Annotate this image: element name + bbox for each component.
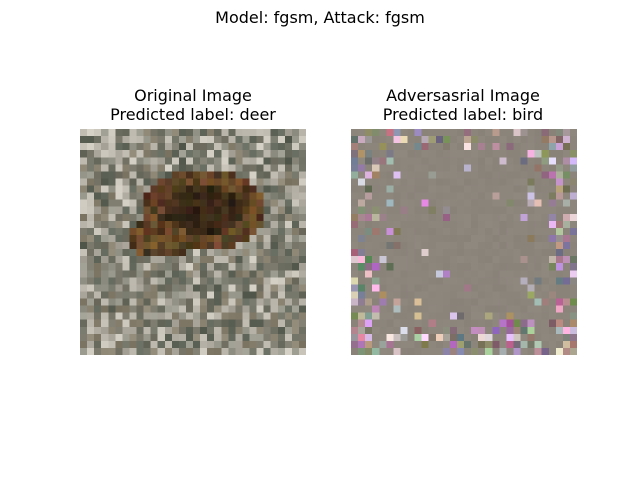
adversarial-image-title-line1: Adversasrial Image [386,86,540,105]
original-image-title-line1: Original Image [134,86,252,105]
adversarial-image-title: Adversasrial Image Predicted label: bird [333,86,593,124]
adversarial-image-predicted-label: Predicted label: bird [382,105,544,124]
original-image [80,129,306,355]
original-image-predicted-label: Predicted label: deer [110,105,276,124]
original-image-title: Original Image Predicted label: deer [63,86,323,124]
adversarial-image [351,129,577,355]
figure-suptitle: Model: fgsm, Attack: fgsm [215,8,425,27]
